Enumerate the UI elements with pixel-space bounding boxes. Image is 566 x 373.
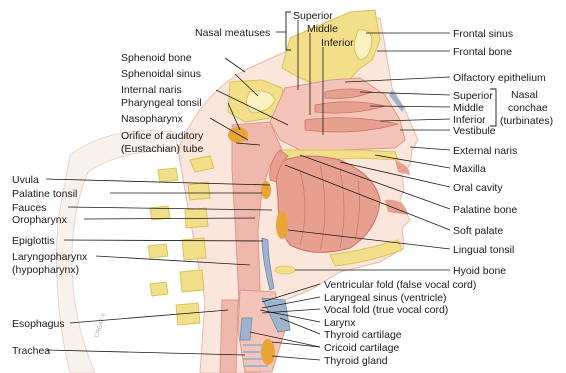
anatomy-artwork: CREAT-Y <box>57 10 419 373</box>
label-laryngopharynx-line1: Laryngopharynx <box>12 251 88 263</box>
label-thyroid-gland: Thyroid gland <box>324 355 388 367</box>
label-laryngopharynx-line2: (hypopharynx) <box>12 264 79 276</box>
label-fauces: Fauces <box>12 202 46 214</box>
label-internal-naris: Internal naris <box>121 84 182 96</box>
label-superior-concha: Superior <box>453 90 493 102</box>
thyroid-gland-shape <box>261 339 275 365</box>
label-orifice-line1: Orifice of auditory <box>121 130 204 142</box>
label-nasal-conchae-line3: (turbinates) <box>500 115 553 127</box>
label-middle-concha: Middle <box>453 102 484 114</box>
label-nasopharynx: Nasopharynx <box>121 113 184 125</box>
label-palatine-tonsil: Palatine tonsil <box>12 188 77 200</box>
label-pharyngeal-tonsil: Pharyngeal tonsil <box>121 97 202 109</box>
palatine-tonsil-shape <box>261 181 271 199</box>
label-esophagus: Esophagus <box>12 318 65 330</box>
label-superior-meatus: Superior <box>293 10 333 22</box>
vertebra-3 <box>188 182 210 200</box>
label-vestibule: Vestibule <box>453 125 496 137</box>
label-oral-cavity: Oral cavity <box>453 182 503 194</box>
label-frontal-sinus: Frontal sinus <box>453 28 513 40</box>
vertebra-9 <box>180 270 204 292</box>
label-soft-palate: Soft palate <box>453 225 503 237</box>
label-epiglottis: Epiglottis <box>12 235 55 247</box>
label-lingual-tonsil: Lingual tonsil <box>453 244 514 256</box>
label-inferior-meatus: Inferior <box>321 37 354 49</box>
label-oropharynx: Oropharynx <box>12 214 68 226</box>
label-maxilla: Maxilla <box>453 163 486 175</box>
label-hyoid-bone: Hyoid bone <box>453 265 506 277</box>
label-external-naris: External naris <box>453 145 517 157</box>
esophagus-shape <box>220 300 238 373</box>
vertebra-6 <box>148 244 168 258</box>
label-larynx: Larynx <box>324 317 356 329</box>
label-nasal-conchae-line2: conchae <box>508 102 548 114</box>
lingual-tonsil-shape <box>276 211 288 239</box>
vertebra-2 <box>158 168 178 182</box>
hyoid-bone-shape <box>275 266 295 274</box>
label-orifice-line2: (Eustachian) tube <box>121 143 203 155</box>
leader-external-naris <box>410 147 450 150</box>
vertebra-8 <box>150 282 168 296</box>
artist-signature: CREAT-Y <box>94 312 108 338</box>
leader-sphenoid-bone <box>225 58 245 72</box>
label-middle-meatus: Middle <box>307 23 338 35</box>
label-sphenoid-bone: Sphenoid bone <box>121 52 192 64</box>
label-vocal-fold: Vocal fold (true vocal cord) <box>324 304 448 316</box>
label-uvula: Uvula <box>12 174 39 186</box>
label-laryngeal-sinus: Laryngeal sinus (ventricle) <box>324 292 447 304</box>
label-olfactory-epithelium: Olfactory epithelium <box>453 72 546 84</box>
label-thyroid-cartilage: Thyroid cartilage <box>324 329 402 341</box>
vertebra-7 <box>182 238 206 260</box>
label-cricoid-cartilage: Cricoid cartilage <box>324 342 399 354</box>
label-ventricular-fold: Ventricular fold (false vocal cord) <box>324 279 476 291</box>
label-trachea: Trachea <box>12 345 50 357</box>
label-frontal-bone: Frontal bone <box>453 46 512 58</box>
label-nasal-conchae-line1: Nasal <box>511 89 538 101</box>
label-nasal-meatuses: Nasal meatuses <box>195 27 270 39</box>
pharyngeal-tonsil-shape <box>228 127 248 143</box>
leader-thyroid-gland <box>272 356 320 360</box>
label-sphenoidal-sinus: Sphenoidal sinus <box>121 68 201 80</box>
cricoid-cartilage-shape <box>240 318 252 340</box>
label-palatine-bone: Palatine bone <box>453 204 517 216</box>
